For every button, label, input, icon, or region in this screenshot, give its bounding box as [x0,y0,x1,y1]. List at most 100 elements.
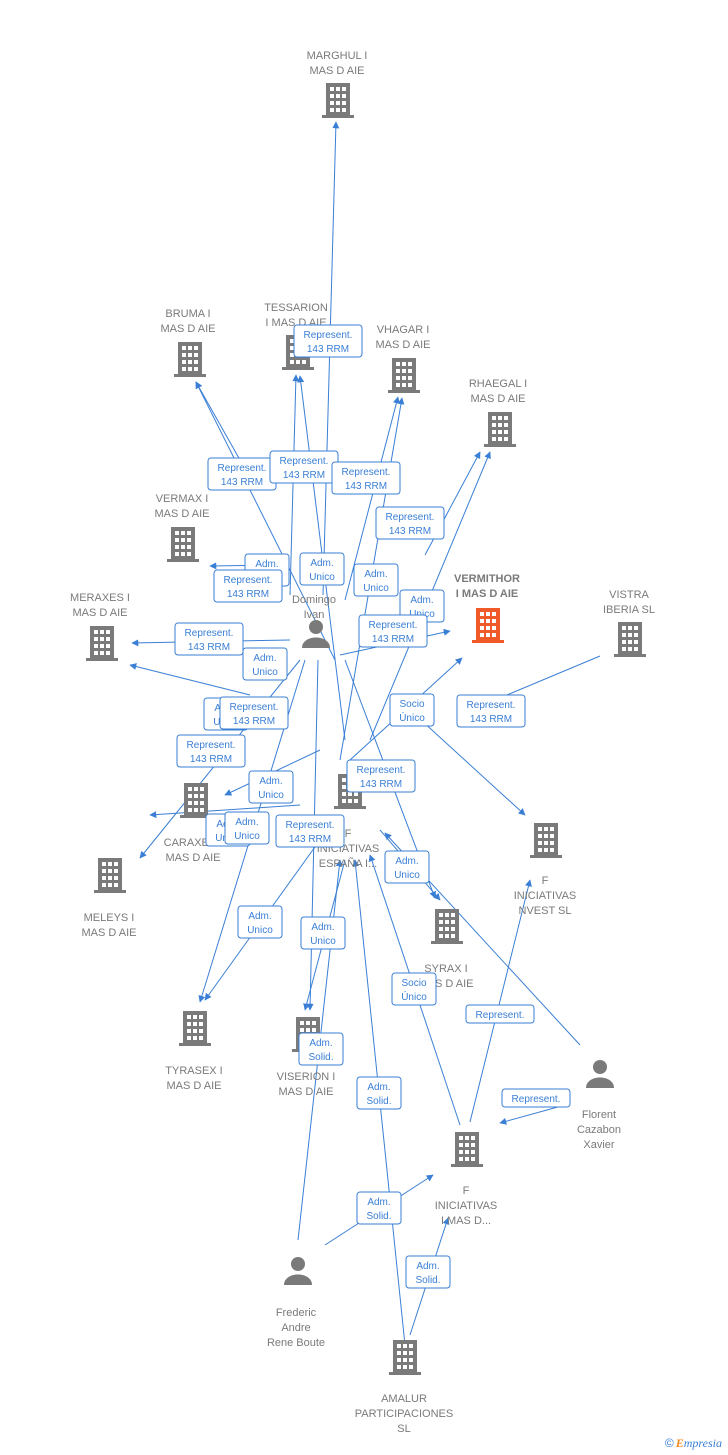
node-label: MAS D AIE [160,323,215,335]
node-label: VISTRA [609,589,649,601]
node-label: F [345,828,352,840]
building-icon [614,622,646,657]
edge-8 [424,451,481,556]
edge-28 [469,879,532,1123]
edge-19 [409,709,526,816]
relation-label-r18[interactable]: Represent.143 RRM [176,734,246,768]
relation-box [242,647,288,681]
relation-text: Represent. [280,456,329,467]
node-label: Florent [582,1109,616,1121]
relation-text: Adm. [364,569,387,580]
node-label: ESPAÑA I... [319,857,378,870]
node-label: MERAXES I [70,592,130,604]
node-label: Andre [281,1322,310,1334]
relation-label-r25[interactable]: Adm.Unico [224,811,270,845]
relation-text: Represent. [185,628,234,639]
building-icon [86,626,118,661]
relation-text: 143 RRM [227,589,269,600]
relation-label-r2[interactable]: Represent.143 RRM [207,457,277,491]
edge-2 [195,381,241,461]
node-label: MAS D AIE [166,1080,221,1092]
relation-label-r19[interactable]: Adm.Unico [248,770,294,804]
relation-text: Unico [247,925,273,936]
relation-text: 143 RRM [221,477,263,488]
relation-text: 143 RRM [289,834,331,845]
relation-label-r24[interactable]: Represent. [465,1004,535,1024]
relation-text: Represent. [512,1094,561,1105]
relation-label-r1[interactable]: Represent.143 RRM [293,324,363,358]
relation-box [176,734,246,768]
node-label: MAS D AIE [470,393,525,405]
node-label: PARTICIPACIONES [355,1408,453,1420]
copyright-icon: © [664,1436,674,1450]
node-rhaegal[interactable]: RHAEGAL I MAS D AIE [469,378,527,447]
relation-text: Adm. [416,1261,439,1272]
relation-label-r22[interactable]: Represent.143 RRM [275,814,345,848]
relation-label-r31[interactable]: Adm.Solid. [356,1076,402,1110]
relation-text: Adm. [367,1197,390,1208]
relation-label-r9[interactable]: Adm.Unico [353,563,399,597]
relation-text: Represent. [230,702,279,713]
relation-label-r8[interactable]: Adm.Unico [299,552,345,586]
node-label: Domingo [292,594,336,606]
relation-box [275,814,345,848]
relation-label-r13[interactable]: Adm.Unico [242,647,288,681]
relation-label-r28[interactable]: Adm.Unico [300,916,346,950]
relation-text: 143 RRM [389,526,431,537]
relation-text: 143 RRM [283,470,325,481]
node-label: MAS D AIE [309,65,364,77]
relation-label-r30[interactable]: Represent. [501,1088,571,1108]
node-label: TYRASEX I [165,1065,222,1077]
relation-text: Adm. [310,558,333,569]
relation-label-r23[interactable]: Adm.Unico [384,850,430,884]
relation-label-r11[interactable]: Represent. 143 RRM [174,622,244,656]
relation-box [501,1088,571,1108]
node-label: RHAEGAL I [469,378,527,390]
relation-text: Único [399,711,425,724]
edge-12 [129,663,251,696]
relation-label-r20[interactable]: Represent.143 RRM [346,759,416,793]
relation-label-r15[interactable]: Represent.143 RRM [456,694,526,728]
relation-text: Unico [234,831,260,842]
relation-label-r33[interactable]: Adm.Solid. [405,1255,451,1289]
relation-label-r29[interactable]: Adm.Solid. [298,1032,344,1066]
relation-label-r5[interactable]: Represent.143 RRM [375,506,445,540]
relation-label-r17[interactable]: Represent.143 RRM [219,696,289,730]
node-tyrasex[interactable]: TYRASEX I MAS D AIE [165,1011,223,1092]
brand-initial: E [675,1436,684,1450]
footer-brand[interactable]: ©Empresia [665,1436,722,1451]
relation-text: 143 RRM [372,634,414,645]
relation-label-r12[interactable]: Represent.143 RRM [358,614,428,648]
relation-label-r26[interactable]: Adm.Unico [237,905,283,939]
relation-label-r3[interactable]: Represent. 143 RRM [269,450,339,484]
relation-text: Adm. [253,653,276,664]
relation-box [456,694,526,728]
relation-label-r7[interactable]: Represent.143 RRM [213,569,283,603]
relation-box [358,614,428,648]
relation-text: Solid. [366,1211,391,1222]
relation-text: 143 RRM [188,642,230,653]
relation-label-r4[interactable]: Represent.143 RRM [331,461,401,495]
building-icon [451,1132,483,1167]
relation-label-r32[interactable]: Adm. Solid. [356,1191,402,1225]
relation-text: Solid. [366,1096,391,1107]
